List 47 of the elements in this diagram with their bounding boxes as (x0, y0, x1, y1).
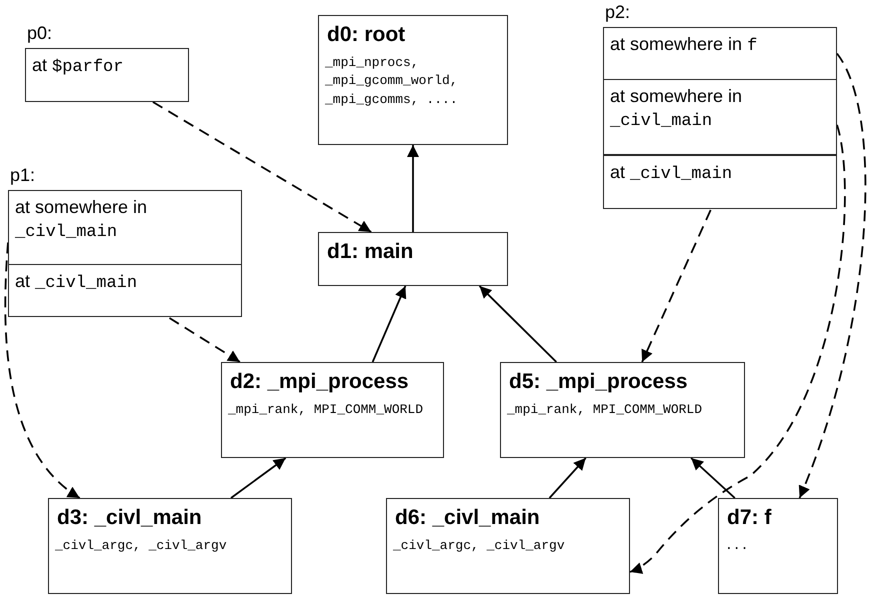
location-text: at _civl_main (15, 270, 138, 295)
scope-box (318, 15, 508, 145)
stack-entry (603, 154, 837, 209)
scope-box (48, 498, 292, 594)
scope-variables: _civl_argc, _civl_argv (55, 537, 228, 556)
scope-box (221, 362, 444, 458)
arrow (168, 317, 240, 363)
arrow (230, 457, 286, 499)
arrow (798, 53, 866, 498)
stack-entry (603, 27, 837, 80)
location-text: at somewhere in _civl_main (610, 84, 744, 134)
arrow (152, 101, 372, 233)
arrow (548, 457, 586, 499)
scope-box (500, 362, 745, 458)
arrow (630, 124, 846, 574)
scope-variables: _civl_argc, _civl_argv (393, 537, 566, 556)
scope-title: d2: _mpi_process (230, 370, 410, 394)
arrow (407, 145, 419, 232)
scope-variables: _mpi_rank, MPI_COMM_WORLD (228, 401, 424, 420)
location-text: at somewhere in _civl_main (15, 196, 148, 244)
scope-box (718, 498, 838, 594)
stack-entry (25, 48, 189, 102)
scope-variables: _mpi_nprocs, _mpi_gcomm_world, _mpi_gcomms, .... (325, 54, 459, 109)
scope-box (386, 498, 630, 594)
arrow (690, 457, 736, 499)
arrow (641, 210, 712, 362)
scope-title: d5: _mpi_process (509, 370, 689, 394)
process-label: p1: (10, 165, 36, 186)
stack-entry (8, 190, 242, 265)
arrow (372, 286, 406, 362)
scope-box (318, 232, 508, 286)
process-label: p0: (27, 23, 52, 44)
location-text: at somewhere in f (610, 33, 758, 58)
arrow (4, 242, 80, 499)
scope-title: d7: f (727, 506, 772, 530)
process-label: p2: (605, 2, 630, 23)
scope-title: d1: main (327, 240, 414, 264)
location-text: at $parfor (32, 54, 124, 79)
scope-title: d6: _civl_main (395, 506, 541, 530)
scope-title: d3: _civl_main (57, 506, 203, 530)
stack-entry (8, 264, 242, 317)
stack-entry (603, 78, 837, 155)
scope-title: d0: root (327, 23, 406, 48)
arrow (478, 285, 557, 363)
scope-variables: _mpi_rank, MPI_COMM_WORLD (507, 401, 704, 420)
location-text: at _civl_main (610, 160, 734, 186)
scope-variables: ... (725, 537, 750, 556)
